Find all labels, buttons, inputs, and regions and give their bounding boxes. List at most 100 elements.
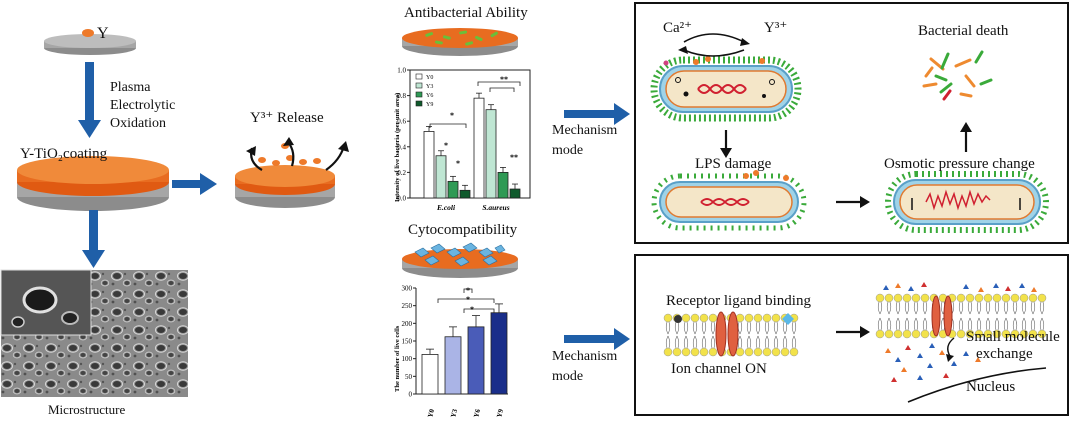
y3-label: Y³⁺ — [764, 20, 788, 36]
cc-y-axis-label: The number of live cells — [394, 325, 401, 392]
ab-tick-label: 1.0 — [397, 67, 406, 75]
lipid-head — [902, 293, 912, 303]
lipid-head — [690, 347, 700, 357]
ion-channels — [715, 295, 953, 357]
cc-bracket — [463, 288, 473, 293]
release-disk — [235, 165, 335, 208]
cc-significance: *** — [437, 286, 495, 314]
molecule — [895, 357, 901, 362]
lipid-tail — [746, 335, 752, 349]
cytocompat-title: Cytocompatibility — [408, 222, 518, 238]
coating-label: Y-TiO₂coating — [20, 146, 108, 162]
sem-image — [0, 269, 188, 397]
ab-bar — [473, 97, 485, 199]
lipid-head — [1001, 293, 1011, 303]
release-label: Y³⁺ Release — [250, 110, 324, 126]
release-curved-arrows — [246, 137, 349, 171]
coating-disk — [17, 156, 169, 211]
lipid-head — [875, 329, 885, 339]
ab-bar — [447, 180, 459, 199]
lipid-tail — [895, 317, 901, 331]
molecule — [993, 283, 999, 288]
exchange-arrowhead — [946, 354, 954, 362]
cc-category-label: Y9 — [495, 408, 505, 419]
lipid-tail — [683, 335, 689, 349]
ab-bar — [435, 155, 447, 199]
lipid-head — [911, 293, 921, 303]
ion-exchange-arrows — [678, 33, 750, 57]
cc-bar — [490, 312, 508, 395]
ab-legend-swatch — [415, 91, 423, 98]
ab-legend-label: Y6 — [426, 93, 433, 99]
cc-significance-mark: * — [466, 286, 470, 295]
lipid-head — [974, 293, 984, 303]
molecule — [885, 348, 891, 353]
osmotic-label: Osmotic pressure change — [884, 156, 1035, 172]
released-ions — [258, 143, 321, 166]
molecule — [939, 350, 945, 355]
lipid-tail — [1039, 317, 1045, 331]
lipid-tail — [1030, 301, 1036, 315]
nucleus-boundary — [907, 367, 1047, 403]
ab-bars — [423, 92, 521, 199]
ab-bar — [459, 189, 471, 199]
lipid-head — [699, 313, 709, 323]
flow-arrows — [720, 122, 972, 208]
molecule — [891, 377, 897, 382]
molecule — [1019, 283, 1025, 288]
lipid-tail — [710, 321, 716, 335]
cc-tick-label: 300 — [402, 285, 413, 293]
mode-word: mode — [552, 369, 584, 384]
molecule — [921, 282, 927, 287]
cc-bars — [421, 303, 508, 395]
lipid-head — [681, 313, 691, 323]
lipid-head — [744, 347, 754, 357]
lipid-head — [920, 293, 930, 303]
receptor-label: Receptor ligand binding — [666, 293, 811, 309]
lipid-head — [708, 313, 718, 323]
lipid-tail — [967, 317, 973, 331]
lipid-tail — [791, 335, 797, 349]
lipid-tail — [922, 301, 928, 315]
lipid-head — [762, 313, 772, 323]
mechanism-word: Mechanism — [552, 123, 618, 138]
ab-tick-label: 0.6 — [397, 118, 406, 126]
molecule — [927, 363, 933, 368]
bacterial-death-label: Bacterial death — [918, 23, 1009, 39]
plasma-line-2: Electrolytic — [110, 98, 176, 113]
receptor — [674, 313, 794, 325]
lipid-tail — [746, 321, 752, 335]
ab-legend-swatch — [415, 82, 423, 89]
ab-bar — [485, 109, 497, 199]
lipid-tail — [985, 317, 991, 331]
lipid-head — [884, 293, 894, 303]
lipid-tail — [904, 301, 910, 315]
lipid-head — [902, 329, 912, 339]
lipid-tail — [692, 335, 698, 349]
bacteria-mechanism-graphics — [650, 33, 1049, 233]
ab-category-label: S.aureus — [482, 203, 509, 212]
lipid-tail — [710, 335, 716, 349]
lipid-head — [965, 293, 975, 303]
mechanism-label-top: Mechanism mode — [552, 121, 617, 161]
molecule — [963, 351, 969, 356]
cytocompat-disk — [402, 242, 518, 278]
molecule — [978, 287, 984, 292]
bacterium-osmotic — [885, 171, 1049, 233]
y-label: Y — [97, 25, 109, 42]
lipid-tail — [1012, 317, 1018, 331]
mechanism-arrow-bottom — [564, 328, 630, 350]
lipid-head — [884, 329, 894, 339]
lipid-tail — [922, 317, 928, 331]
lipid-head — [690, 313, 700, 323]
cc-tick-label: 200 — [402, 320, 413, 328]
lipid-tail — [994, 301, 1000, 315]
small-molecule-line-2: exchange — [976, 346, 1033, 362]
lipid-tail — [692, 321, 698, 335]
lipid-tail — [782, 335, 788, 349]
lipid-head — [1037, 293, 1047, 303]
cc-significance-mark: * — [466, 295, 470, 304]
exchange-arrow — [947, 337, 955, 357]
